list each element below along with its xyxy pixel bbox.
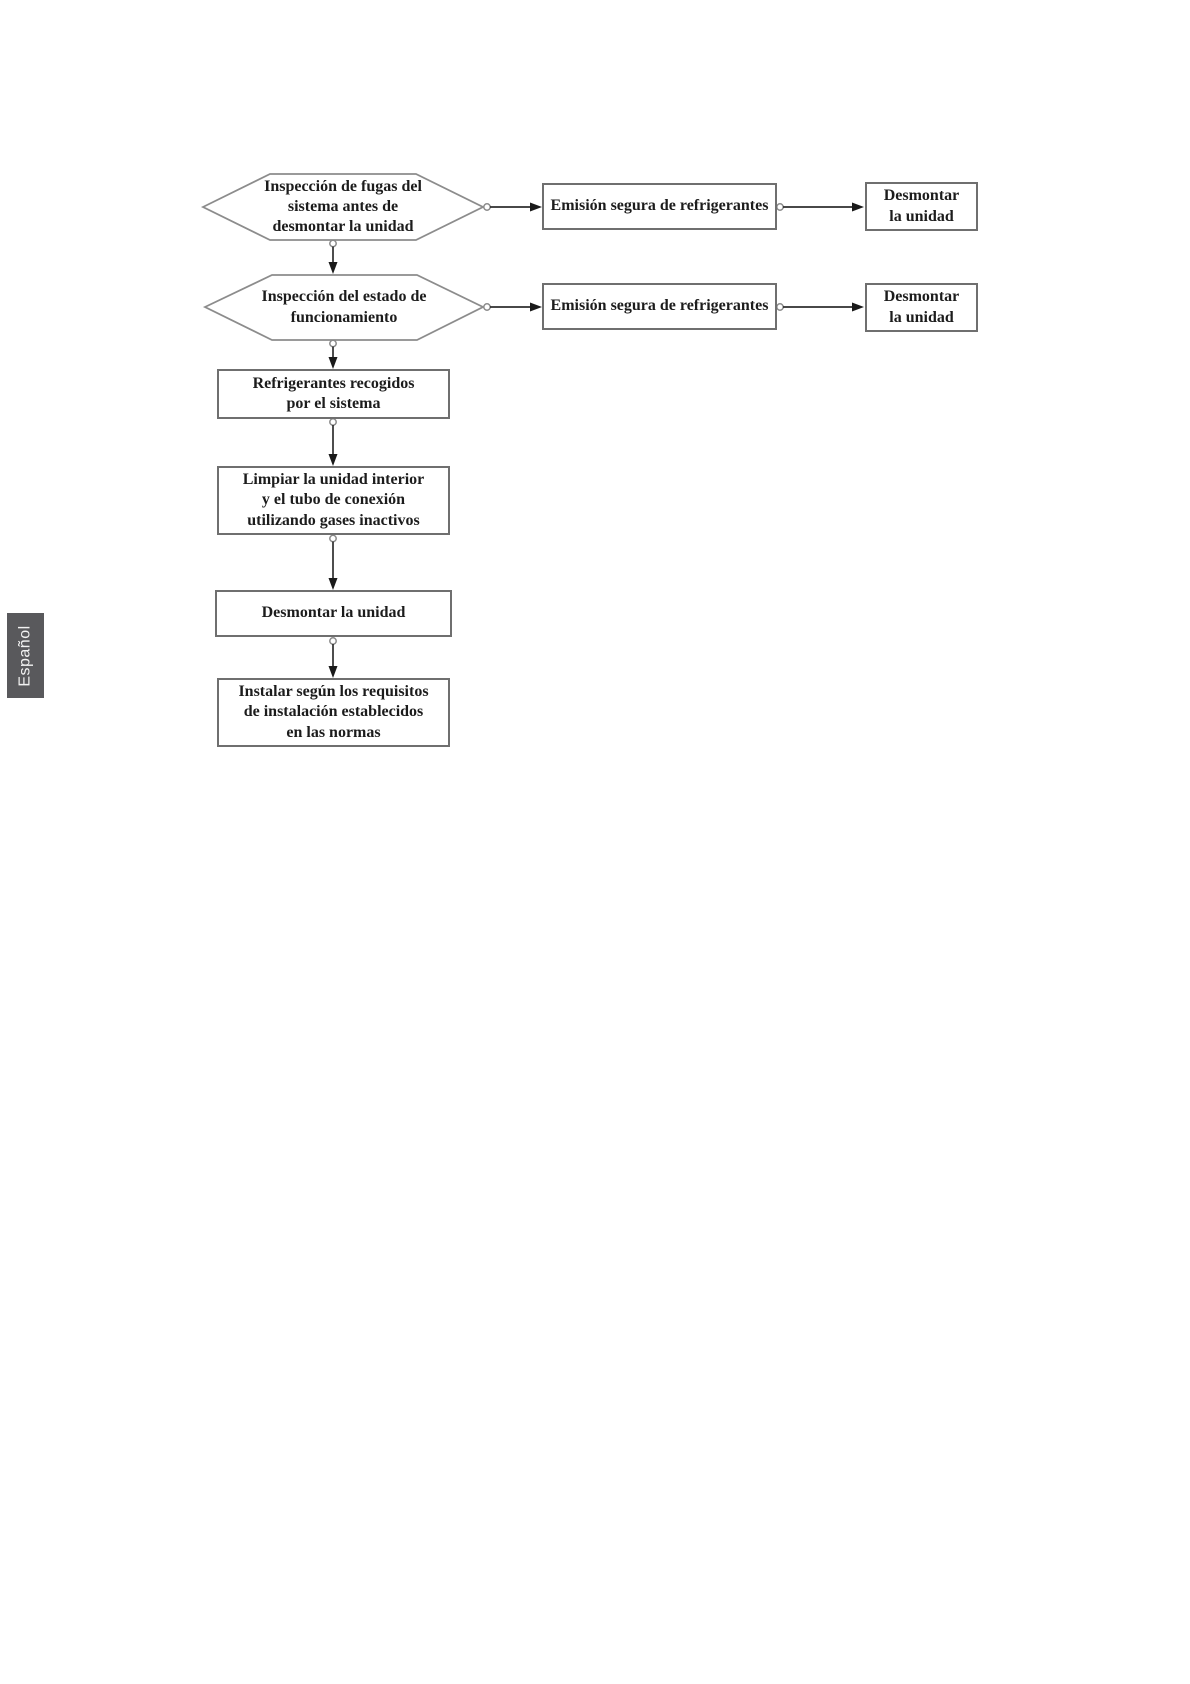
arrowhead-icon: [530, 302, 542, 312]
process-box-desmontar-unidad-right-2: Desmontar la unidad: [865, 283, 978, 332]
decision-hexagon-inspeccion-estado: [202, 274, 486, 341]
connector-start-dot: [483, 303, 491, 311]
process-box-limpiar-unidad: Limpiar la unidad interior y el tubo de …: [217, 466, 450, 535]
arrowhead-icon: [328, 666, 338, 678]
connector-start-dot: [329, 339, 337, 348]
connector-start-dot: [329, 418, 337, 426]
process-box-refrigerantes-recogidos: Refrigerantes recogidos por el sistema: [217, 369, 450, 419]
arrowhead-icon: [852, 202, 864, 212]
decision-label-inspeccion-estado: Inspección del estado de funcionamiento: [261, 288, 427, 326]
connector-start-dot: [329, 637, 337, 645]
connector-start-dot: [329, 239, 337, 248]
connector-start-dot: [776, 203, 784, 211]
decision-hexagon-inspeccion-fugas: [200, 173, 486, 241]
connector-start-dot: [776, 303, 784, 311]
arrowhead-icon: [328, 578, 338, 590]
arrowhead-icon: [530, 202, 542, 212]
process-box-desmontar-unidad-main: Desmontar la unidad: [215, 590, 452, 637]
process-box-instalar-segun-requisitos: Instalar según los requisitos de instala…: [217, 678, 450, 747]
arrowhead-icon: [852, 302, 864, 312]
connector-start-dot: [329, 534, 337, 543]
decision-label-inspeccion-fugas: Inspección de fugas del sistema antes de…: [264, 177, 422, 236]
connector-start-dot: [483, 203, 491, 211]
arrowhead-icon: [328, 262, 338, 274]
arrowhead-icon: [328, 357, 338, 369]
process-box-emision-segura-2: Emisión segura de refrigerantes: [542, 283, 777, 330]
process-box-emision-segura-1: Emisión segura de refrigerantes: [542, 183, 777, 230]
language-tab-label: Español: [16, 624, 34, 687]
arrowhead-icon: [328, 454, 338, 466]
process-box-desmontar-unidad-right-1: Desmontar la unidad: [865, 182, 978, 231]
language-tab-espanol[interactable]: Español: [7, 613, 44, 698]
